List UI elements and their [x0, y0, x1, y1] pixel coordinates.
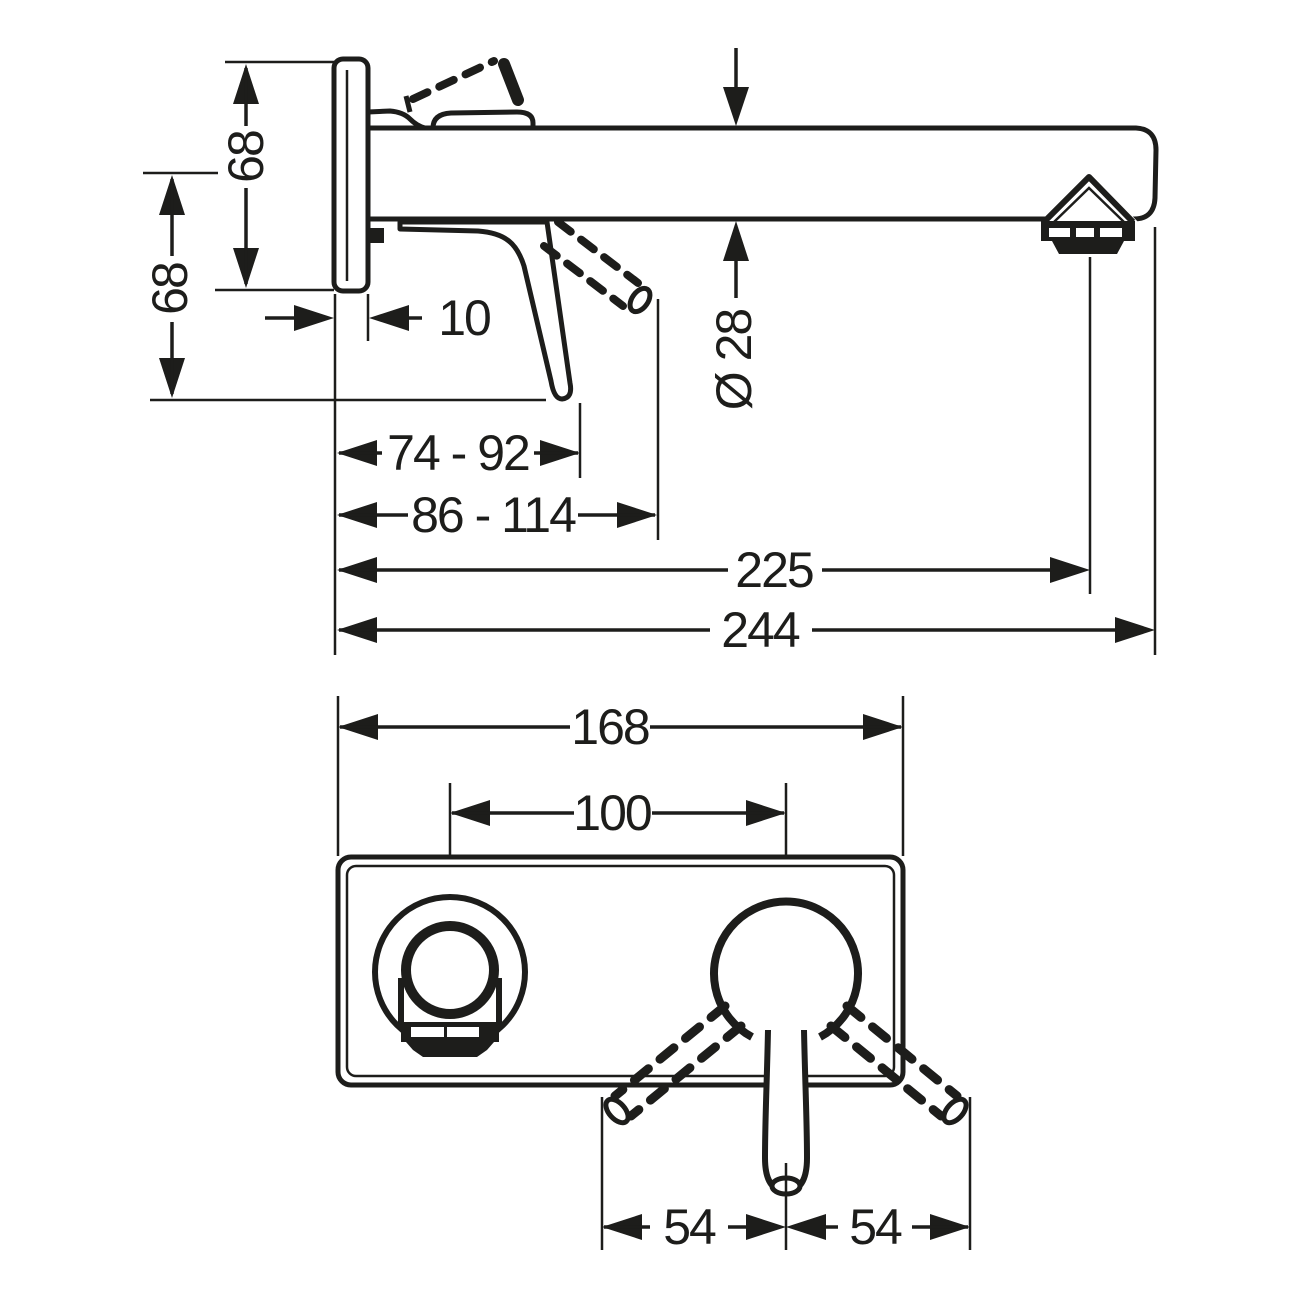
lever-swing-right-dash: [842, 1001, 962, 1101]
dim-lever-swing: 54 54: [600, 1097, 972, 1255]
front-view: 168 100: [335, 696, 972, 1255]
dim-label-spout-reach: 225: [735, 542, 813, 598]
dim-handle-range-max: 86 - 114: [337, 299, 660, 543]
lever-swing-right-dash: [826, 1021, 946, 1121]
dim-spout-reach: 225: [337, 257, 1092, 598]
dim-total-length: 244: [337, 227, 1157, 658]
lever-dash-lower: [540, 242, 627, 310]
arrow-left: [786, 1214, 826, 1240]
aerator-chevron-outer: [1040, 174, 1136, 226]
wall-plate-front-inner: [345, 864, 896, 1078]
lever-hinge-post: [403, 95, 413, 113]
dim-label-lever-swing-right: 54: [849, 1199, 902, 1255]
arrow-left: [369, 305, 409, 331]
lever-raised-dashed: [403, 57, 524, 113]
dim-label-height-lower: 68: [142, 263, 198, 315]
dim-label-plate-thickness: 10: [438, 290, 490, 346]
dim-hole-centers: 100: [448, 783, 788, 856]
arrow-right: [294, 305, 334, 331]
lever-lowered-dashed: [540, 218, 653, 315]
spout-barrel: [368, 125, 1159, 222]
dim-plate-width: 168: [336, 696, 905, 856]
arrow-right: [746, 1214, 786, 1240]
spout-slot-front: [411, 1027, 444, 1037]
dim-label-hole-centers: 100: [573, 785, 651, 841]
lever-swing-left-dash: [610, 1001, 730, 1101]
lever-lowered-solid: [397, 219, 574, 402]
handle-base: [430, 109, 536, 129]
aerator-side: [1040, 172, 1140, 254]
dim-label-lever-swing-left: 54: [663, 1199, 716, 1255]
dim-handle-range-min: 74 - 92: [337, 403, 582, 481]
arrow-right: [1115, 617, 1155, 643]
lever-swing-left-dash: [626, 1021, 746, 1121]
dim-label-total-length: 244: [721, 602, 800, 658]
aerator-slot: [1100, 228, 1122, 237]
plate-nub: [369, 228, 384, 243]
mounting-arrow: [723, 48, 749, 126]
dim-label-handle-range-max: 86 - 114: [411, 487, 576, 543]
spout-slot-front: [447, 1027, 479, 1037]
side-view: 68 68 10 Ø 28: [142, 48, 1159, 658]
dim-label-plate-width: 168: [571, 699, 649, 755]
handle-knob: [710, 897, 862, 1041]
handle-front: [603, 897, 969, 1197]
dim-label-height-upper: 68: [218, 131, 274, 183]
wall-plate-side: [331, 56, 371, 294]
lever-dash-upper: [554, 218, 642, 287]
aerator-cup: [1052, 241, 1124, 254]
dim-plate-thickness: 10: [265, 290, 492, 655]
aerator-slot: [1076, 228, 1094, 237]
mounting-arrow-head: [723, 87, 749, 126]
lever-raised-end-cap: [498, 58, 524, 106]
aerator-chevron-inner: [1053, 186, 1125, 223]
lever-dash-end-cap: [627, 285, 653, 315]
spout-cup-front: [406, 1042, 494, 1057]
spout-ring: [401, 921, 499, 1019]
lever-swing-right-cap: [941, 1096, 969, 1126]
dim-label-spout-diameter: Ø 28: [706, 310, 762, 411]
dim-label-handle-range-min: 74 - 92: [387, 425, 529, 481]
lever-swing-left-cap: [603, 1096, 631, 1126]
dim-spout-diameter: Ø 28: [706, 221, 762, 410]
dim-height-lower: 68: [142, 171, 546, 402]
arrow-up: [723, 221, 749, 261]
spout-front: [372, 894, 528, 1057]
lever-raised-dash-line: [409, 57, 498, 103]
dim-height-upper: 68: [215, 60, 336, 292]
arrow-right: [1050, 557, 1090, 583]
handle-collar: [367, 108, 426, 131]
aerator-slot: [1049, 228, 1070, 237]
